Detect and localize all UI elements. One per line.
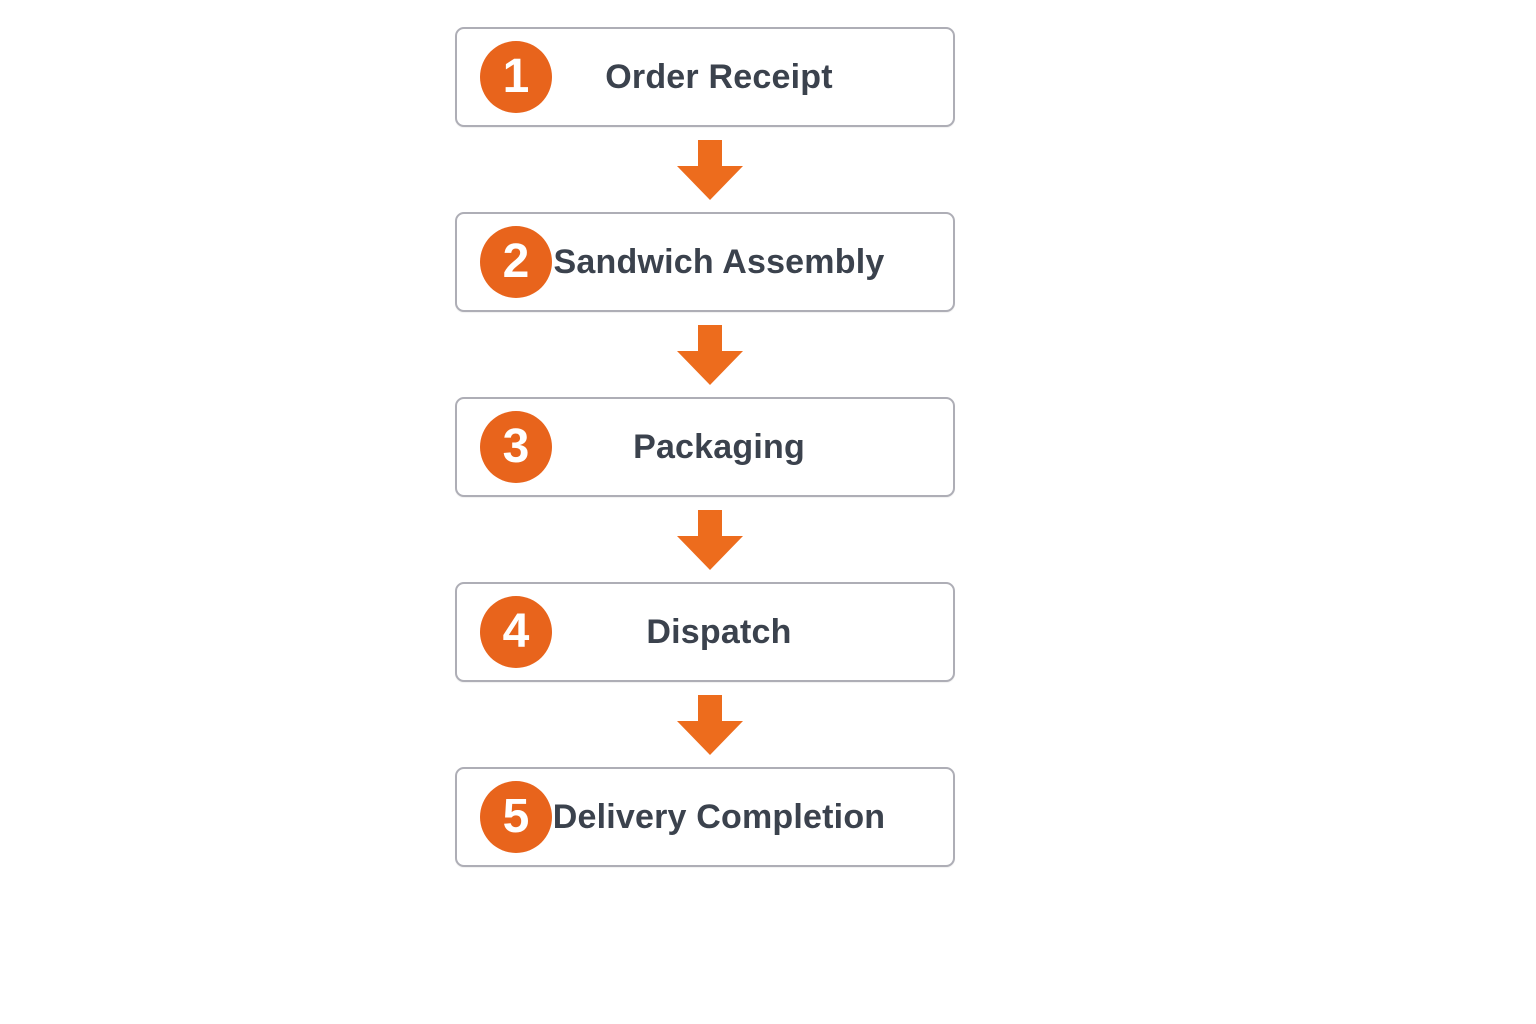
flow-step-box: 5 Delivery Completion [455, 767, 955, 867]
step-number-badge: 3 [480, 411, 552, 483]
down-arrow-icon [677, 497, 743, 582]
step-label: Order Receipt [605, 57, 833, 96]
step-number-badge: 2 [480, 226, 552, 298]
step-label: Sandwich Assembly [553, 242, 885, 281]
step-label: Delivery Completion [552, 797, 886, 836]
flow-step-box: 2 Sandwich Assembly [455, 212, 955, 312]
step-number-badge: 1 [480, 41, 552, 113]
flow-step-box: 4 Dispatch [455, 582, 955, 682]
down-arrow-icon [677, 127, 743, 212]
step-number-badge: 5 [480, 781, 552, 853]
step-label: Dispatch [646, 612, 792, 651]
process-flowchart: 1 Order Receipt 2 Sandwich Assembly 3 Pa… [455, 27, 955, 867]
down-arrow-icon [677, 682, 743, 767]
flow-step-box: 3 Packaging [455, 397, 955, 497]
flow-step-box: 1 Order Receipt [455, 27, 955, 127]
step-label: Packaging [633, 427, 805, 466]
down-arrow-icon [677, 312, 743, 397]
step-number-badge: 4 [480, 596, 552, 668]
